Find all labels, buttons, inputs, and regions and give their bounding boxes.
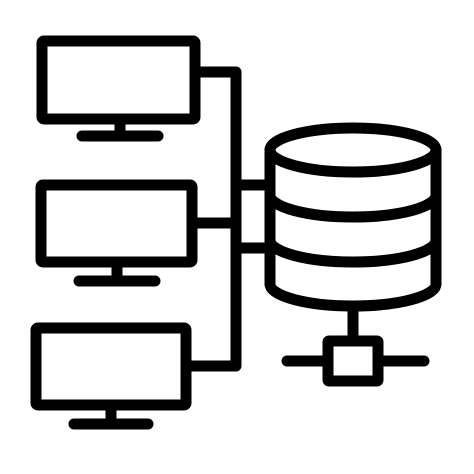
monitor-1-screen — [36, 35, 201, 125]
monitor-1-icon — [36, 35, 201, 142]
database-divider-1 — [264, 189, 442, 223]
monitor-2-screen — [35, 179, 198, 268]
network-node-box — [322, 335, 384, 387]
connection-lines — [180, 66, 276, 372]
database-divider-2 — [264, 234, 442, 268]
monitor-3-icon — [30, 322, 192, 430]
monitor-3-screen — [30, 322, 192, 411]
database-top — [264, 122, 442, 178]
network-node-icon — [281, 300, 430, 387]
monitor-2-icon — [35, 179, 198, 287]
database-icon — [264, 122, 442, 312]
